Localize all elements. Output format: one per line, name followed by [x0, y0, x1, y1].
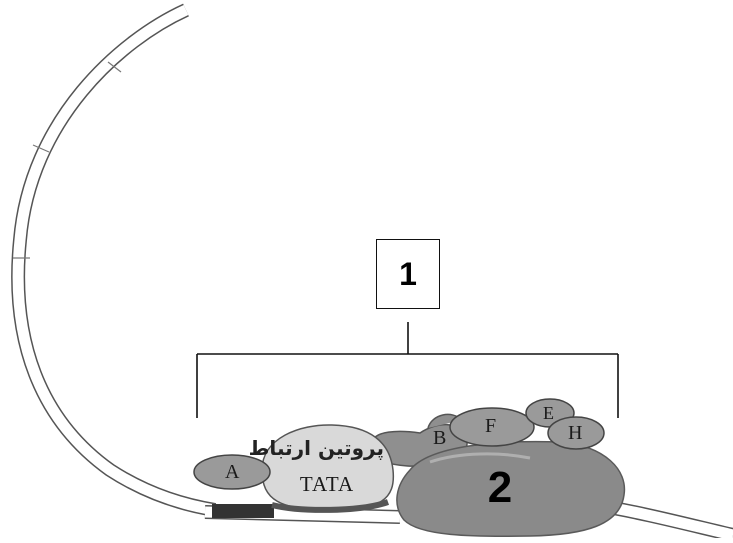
factor-f-shape	[449, 407, 535, 447]
factor-h-shape	[547, 416, 605, 450]
dna-tick	[107, 61, 122, 73]
tata-box-segment	[212, 504, 274, 518]
factor-a-shape	[193, 454, 271, 490]
label-2: 2	[487, 463, 513, 512]
tata-label: TATA	[299, 472, 355, 496]
dna-tick	[32, 144, 50, 153]
tbp-base-shadow	[271, 499, 390, 513]
polymerase-highlight	[429, 452, 531, 464]
tata-protein-persian-label: پروتین ارتباط	[248, 436, 384, 460]
label-box-1: 1	[376, 239, 440, 309]
factor-a-label: A	[225, 461, 240, 483]
factor-f-label: F	[485, 415, 497, 437]
dna-strand-left-inner	[12, 4, 216, 516]
dna-strand-left-outer	[11, 3, 217, 517]
factor-e-label: E	[543, 403, 554, 423]
factor-h-label: H	[568, 422, 583, 444]
factor-b-label: B	[433, 427, 447, 449]
